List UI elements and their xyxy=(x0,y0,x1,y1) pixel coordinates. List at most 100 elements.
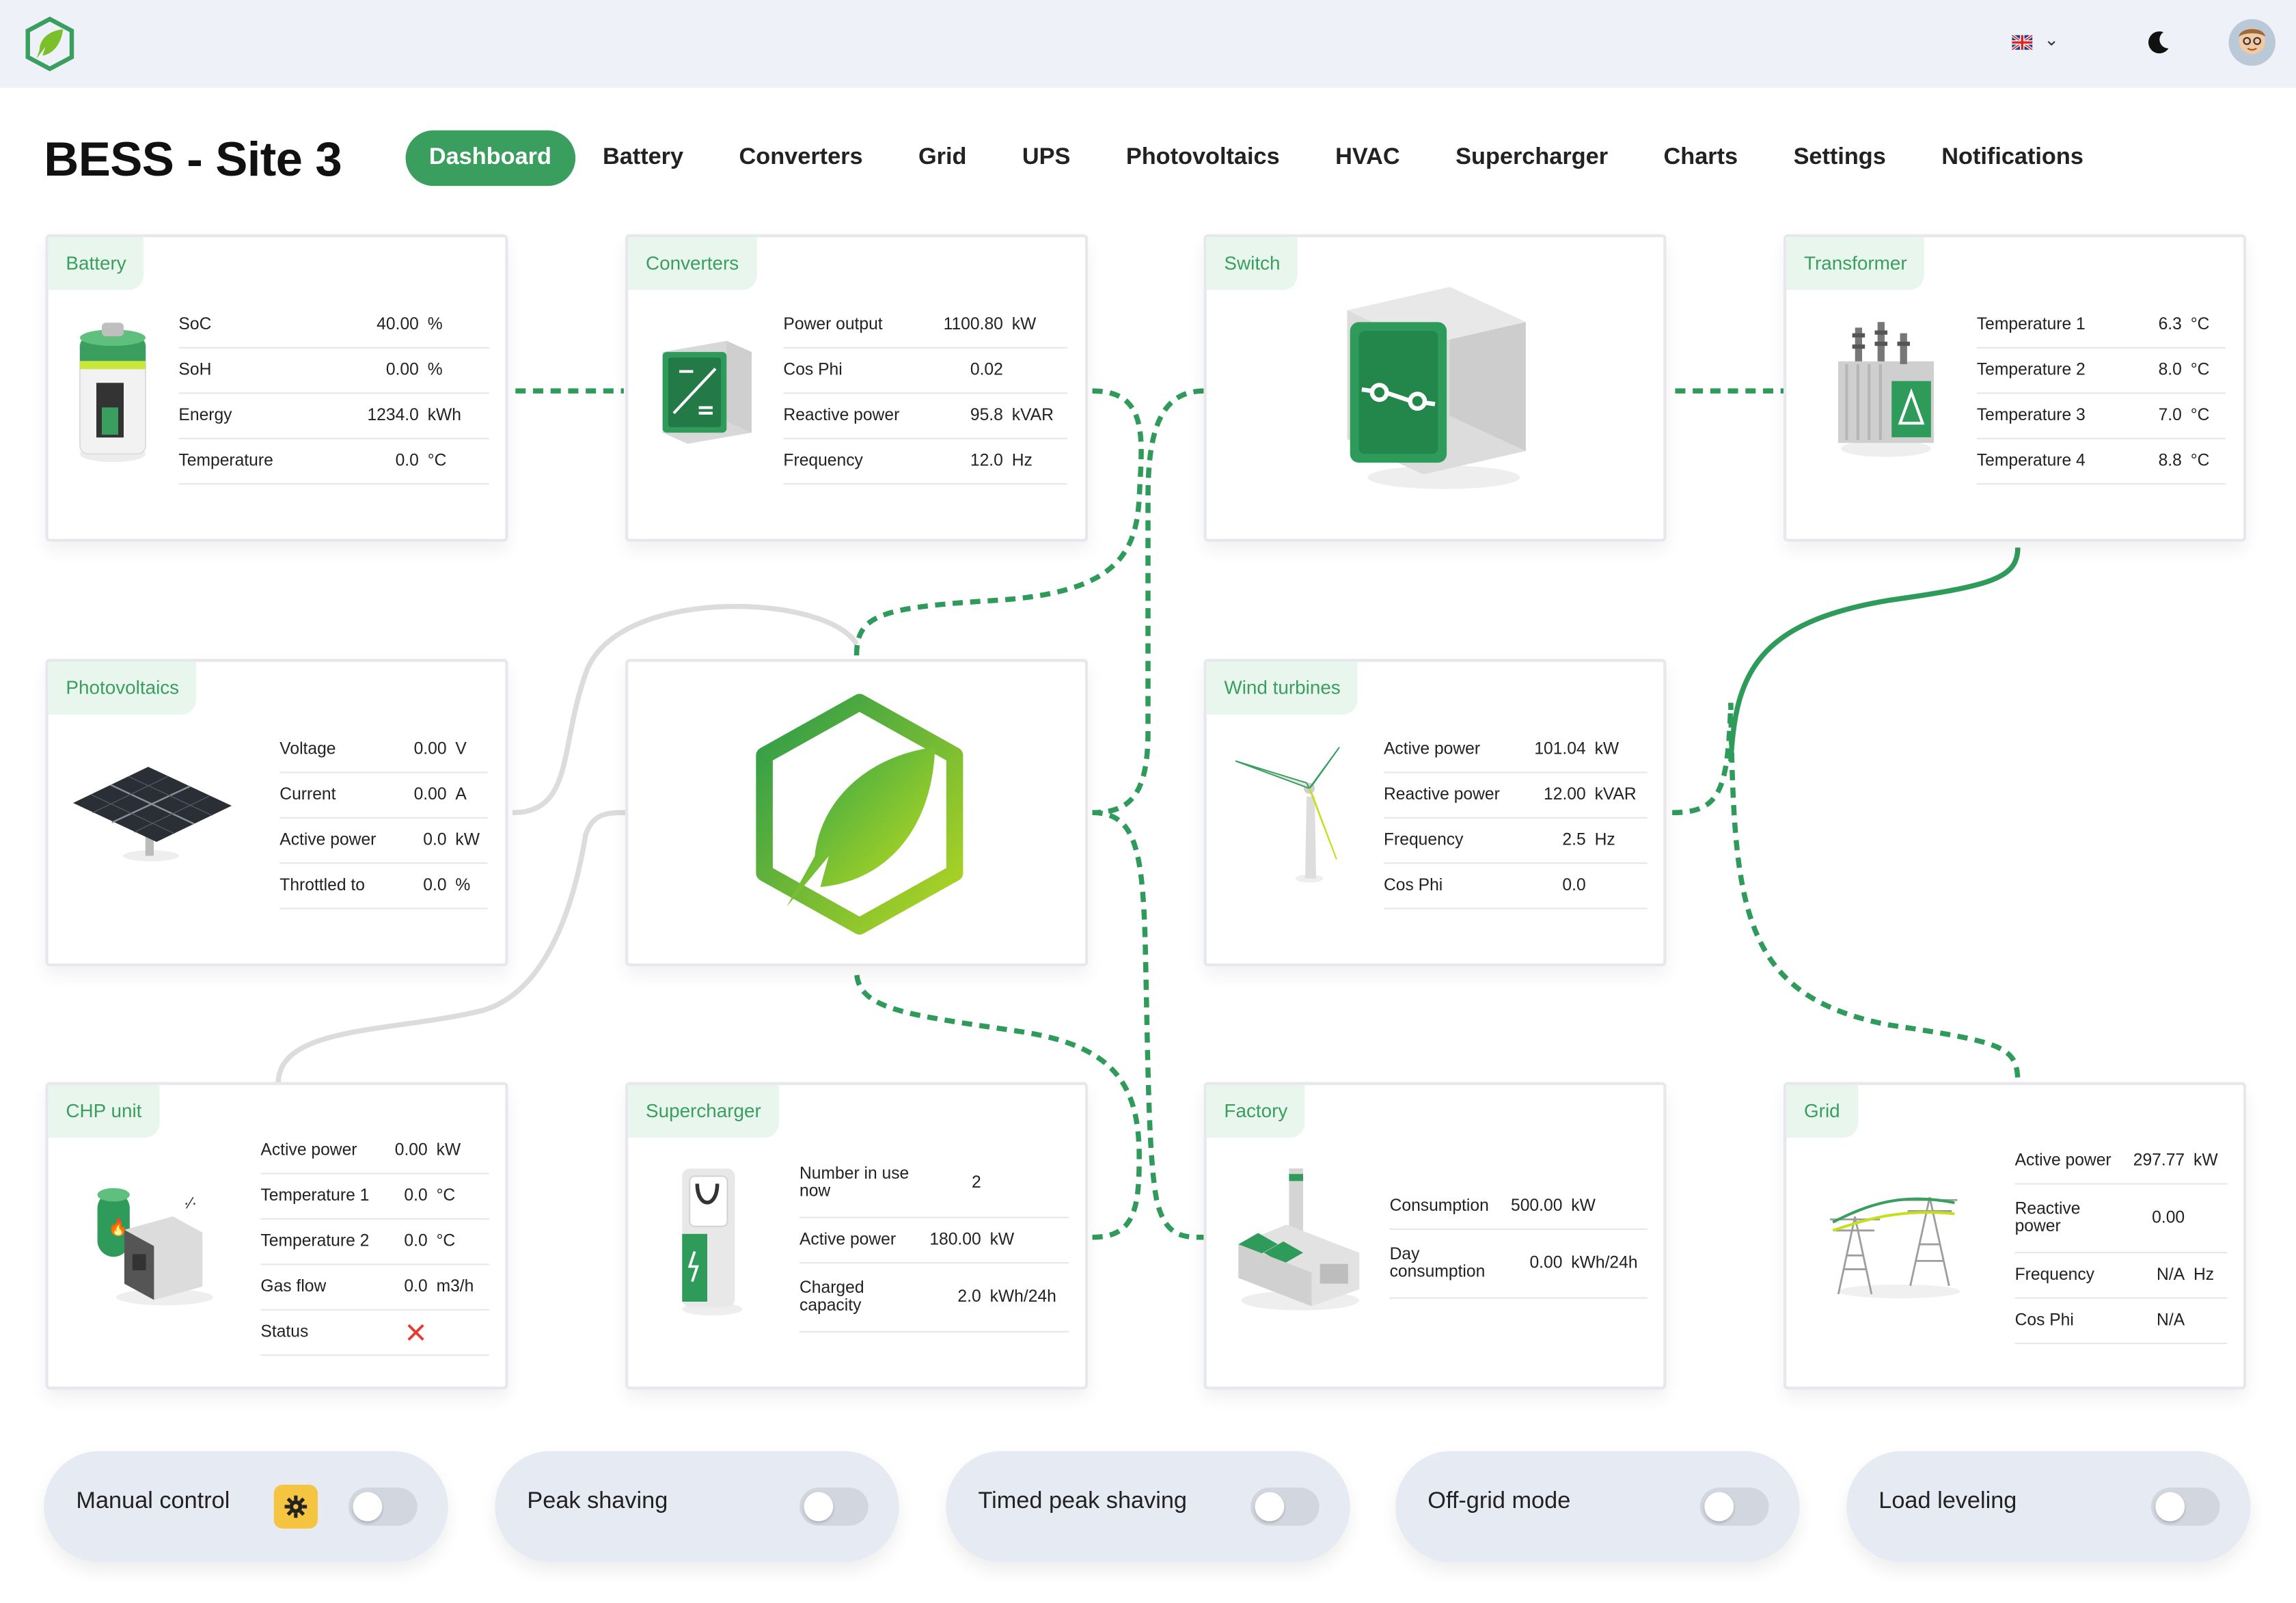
off-grid-mode-switch[interactable] xyxy=(1699,1488,1769,1526)
ev-charger-icon xyxy=(682,1168,743,1316)
peak-shaving-toggle-card: Peak shaving xyxy=(495,1451,899,1563)
metric-row: Status xyxy=(260,1311,489,1356)
wire-wind-grid xyxy=(1672,702,2021,1084)
site-hub-card xyxy=(625,659,1089,967)
solar-panel-icon xyxy=(72,767,232,862)
card-title: Photovoltaics xyxy=(48,661,197,715)
timed-peak-shaving-toggle-card: Timed peak shaving xyxy=(946,1451,1350,1563)
transformer-icon xyxy=(1838,322,1934,457)
card-title: Transformer xyxy=(1786,237,1925,290)
language-chevron-down-icon[interactable]: ⌄ xyxy=(2044,29,2059,50)
toggle-label: Peak shaving xyxy=(527,1489,668,1514)
nav-dashboard[interactable]: Dashboard xyxy=(405,130,575,187)
card-title: Battery xyxy=(48,237,144,290)
manual-control-settings-button[interactable] xyxy=(273,1484,318,1529)
off-grid-mode-toggle-card: Off-grid mode xyxy=(1395,1451,1800,1563)
wire-converters-hub xyxy=(853,388,1144,657)
load-leveling-toggle-card: Load leveling xyxy=(1846,1451,2251,1563)
nav-photovoltaics[interactable]: Photovoltaics xyxy=(1125,145,1280,170)
nav-hvac[interactable]: HVAC xyxy=(1335,145,1400,170)
nav-supercharger[interactable]: Supercharger xyxy=(1456,145,1609,170)
card-title: Factory xyxy=(1206,1084,1306,1138)
card-title: Grid xyxy=(1786,1084,1858,1138)
toggle-label: Off-grid mode xyxy=(1427,1489,1571,1514)
timed-peak-shaving-switch[interactable] xyxy=(1250,1488,1320,1526)
nav-converters[interactable]: Converters xyxy=(739,145,863,170)
nav-settings[interactable]: Settings xyxy=(1793,145,1886,170)
main-nav: Dashboard Battery Converters Grid UPS Ph… xyxy=(405,130,2112,187)
uk-flag-icon[interactable] xyxy=(2012,35,2033,50)
manual-control-switch[interactable] xyxy=(348,1488,418,1526)
card-title: Supercharger xyxy=(628,1084,779,1138)
converter-icon xyxy=(662,340,752,444)
switch-knob xyxy=(2155,1492,2185,1522)
nav-ups[interactable]: UPS xyxy=(1022,145,1071,170)
nav-grid[interactable]: Grid xyxy=(918,145,967,170)
nav-battery[interactable]: Battery xyxy=(602,145,684,170)
peak-shaving-switch[interactable] xyxy=(800,1488,869,1526)
top-bar: ⌄ xyxy=(0,0,2296,88)
wire-chp-hub xyxy=(275,810,627,1084)
page-title: BESS - Site 3 xyxy=(44,131,342,187)
load-leveling-switch[interactable] xyxy=(2150,1488,2220,1526)
nav-charts[interactable]: Charts xyxy=(1663,145,1738,170)
toggle-label: Timed peak shaving xyxy=(978,1489,1187,1514)
moon-icon[interactable] xyxy=(2144,28,2173,57)
wire-pv-hub xyxy=(512,603,859,816)
avatar[interactable] xyxy=(2228,18,2276,66)
wire-switch-bus xyxy=(1092,388,1204,816)
svg-text:·⁄·: ·⁄· xyxy=(184,1194,197,1212)
toggle-label: Load leveling xyxy=(1878,1489,2017,1514)
factory-icon xyxy=(1238,1168,1360,1311)
wire-bus-supercharger xyxy=(853,970,1142,1240)
nav-notifications[interactable]: Notifications xyxy=(1941,145,2083,170)
switch-knob xyxy=(1255,1492,1285,1522)
switch-knob xyxy=(804,1492,834,1522)
gear-icon xyxy=(284,1495,308,1518)
status-error-x-icon xyxy=(407,1324,424,1341)
switch-card[interactable]: Switch xyxy=(1203,234,1667,542)
toggle-label: Manual control xyxy=(76,1489,230,1514)
app-logo-icon[interactable] xyxy=(20,14,79,73)
